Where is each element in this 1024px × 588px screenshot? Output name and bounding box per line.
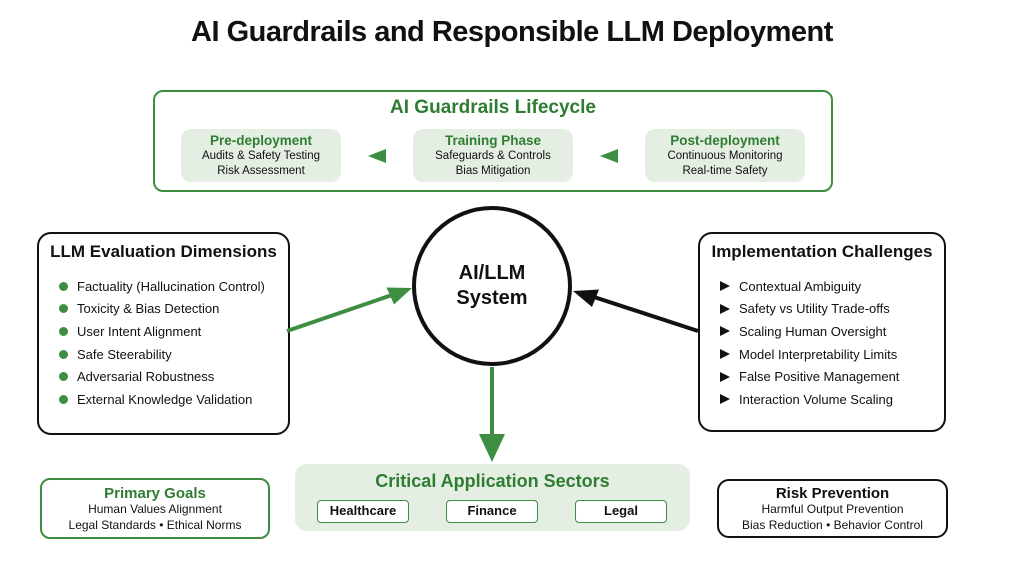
list-item-label: Adversarial Robustness	[77, 369, 215, 385]
phase-title: Post-deployment	[670, 132, 780, 148]
list-item: External Knowledge Validation	[59, 388, 284, 411]
bullet-dot-icon	[59, 281, 68, 291]
risk-prevention-title: Risk Prevention	[775, 485, 890, 502]
lifecycle-title: AI Guardrails Lifecycle	[390, 97, 596, 118]
healthcare-button[interactable]: Healthcare	[317, 500, 409, 523]
list-item: Adversarial Robustness	[59, 365, 284, 388]
list-item-label: Safety vs Utility Trade-offs	[739, 301, 890, 317]
bullet-triangle-icon	[720, 303, 730, 314]
evaluation-list: Factuality (Hallucination Control) Toxic…	[59, 275, 284, 411]
phase-line: Real-time Safety	[682, 165, 768, 178]
system-label: AI/LLM	[458, 262, 526, 284]
phase-title: Training Phase	[444, 132, 542, 148]
bullet-triangle-icon	[720, 281, 730, 292]
bullet-triangle-icon	[720, 326, 730, 337]
risk-prevention-box: Risk Prevention Harmful Output Preventio…	[717, 479, 948, 538]
bullet-dot-icon	[59, 394, 68, 404]
legal-button[interactable]: Legal	[575, 500, 667, 523]
list-item-label: External Knowledge Validation	[77, 391, 253, 407]
system-label: System	[456, 287, 528, 309]
bullet-dot-icon	[59, 304, 68, 314]
sector-buttons-row: Healthcare Finance Legal	[317, 500, 667, 523]
challenges-title: Implementation Challenges	[711, 242, 933, 261]
bullet-triangle-icon	[720, 371, 730, 382]
phase-line: Risk Assessment	[217, 165, 305, 178]
application-sectors-box: Critical Application Sectors Healthcare …	[295, 464, 690, 531]
risk-line: Bias Reduction • Behavior Control	[742, 517, 923, 532]
phase-line: Bias Mitigation	[455, 165, 531, 178]
finance-button[interactable]: Finance	[446, 500, 538, 523]
lifecycle-box: AI Guardrails Lifecycle Pre-deployment A…	[153, 90, 833, 192]
challenges-panel: Implementation Challenges Contextual Amb…	[698, 232, 946, 432]
challenges-list: Contextual Ambiguity Safety vs Utility T…	[720, 275, 940, 411]
list-item-label: Interaction Volume Scaling	[739, 391, 893, 407]
list-item: Toxicity & Bias Detection	[59, 298, 284, 321]
sectors-title: Critical Application Sectors	[375, 471, 610, 491]
list-item: False Positive Management	[720, 365, 940, 388]
bullet-triangle-icon	[720, 349, 730, 360]
list-item-label: Scaling Human Oversight	[739, 323, 887, 339]
primary-goals-box: Primary Goals Human Values Alignment Leg…	[40, 478, 270, 539]
list-item: Safety vs Utility Trade-offs	[720, 298, 940, 321]
evaluation-panel: LLM Evaluation Dimensions Factuality (Ha…	[37, 232, 290, 435]
lifecycle-phases-row: Pre-deployment Audits & Safety Testing R…	[181, 129, 805, 182]
list-item: Factuality (Hallucination Control)	[59, 275, 284, 298]
list-item-label: Toxicity & Bias Detection	[77, 301, 220, 317]
list-item-label: False Positive Management	[739, 369, 900, 385]
page-title: AI Guardrails and Responsible LLM Deploy…	[191, 16, 833, 48]
evaluation-to-system-arrow	[286, 287, 412, 333]
arrow-left-icon	[368, 148, 386, 163]
challenges-to-system-arrow	[573, 289, 699, 333]
bullet-dot-icon	[59, 372, 68, 382]
list-item-label: Safe Steerability	[77, 346, 172, 362]
phase-pre-deployment: Pre-deployment Audits & Safety Testing R…	[181, 129, 341, 182]
risk-line: Harmful Output Prevention	[761, 502, 904, 516]
bullet-dot-icon	[59, 349, 68, 359]
evaluation-title: LLM Evaluation Dimensions	[50, 242, 277, 261]
goals-line: Human Values Alignment	[88, 502, 222, 516]
list-item-label: Contextual Ambiguity	[739, 278, 862, 294]
primary-goals-title: Primary Goals	[104, 485, 206, 502]
list-item-label: Model Interpretability Limits	[739, 346, 898, 362]
list-item: Model Interpretability Limits	[720, 343, 940, 366]
list-item: Scaling Human Oversight	[720, 320, 940, 343]
phase-training: Training Phase Safeguards & Controls Bia…	[413, 129, 573, 182]
list-item: User Intent Alignment	[59, 320, 284, 343]
goals-line: Legal Standards • Ethical Norms	[68, 517, 242, 532]
list-item: Contextual Ambiguity	[720, 275, 940, 298]
arrow-left-icon	[600, 148, 618, 163]
phase-line: Continuous Monitoring	[667, 150, 783, 163]
phase-post-deployment: Post-deployment Continuous Monitoring Re…	[645, 129, 805, 182]
list-item-label: User Intent Alignment	[77, 323, 202, 339]
bullet-dot-icon	[59, 326, 68, 336]
list-item: Interaction Volume Scaling	[720, 388, 940, 411]
list-item-label: Factuality (Hallucination Control)	[77, 278, 265, 294]
bullet-triangle-icon	[720, 394, 730, 405]
ai-llm-system-node: AI/LLM System	[412, 206, 572, 366]
phase-line: Audits & Safety Testing	[201, 150, 321, 163]
phase-title: Pre-deployment	[209, 132, 313, 148]
list-item: Safe Steerability	[59, 343, 284, 366]
phase-line: Safeguards & Controls	[435, 150, 551, 163]
system-to-sectors-arrow	[479, 367, 505, 462]
